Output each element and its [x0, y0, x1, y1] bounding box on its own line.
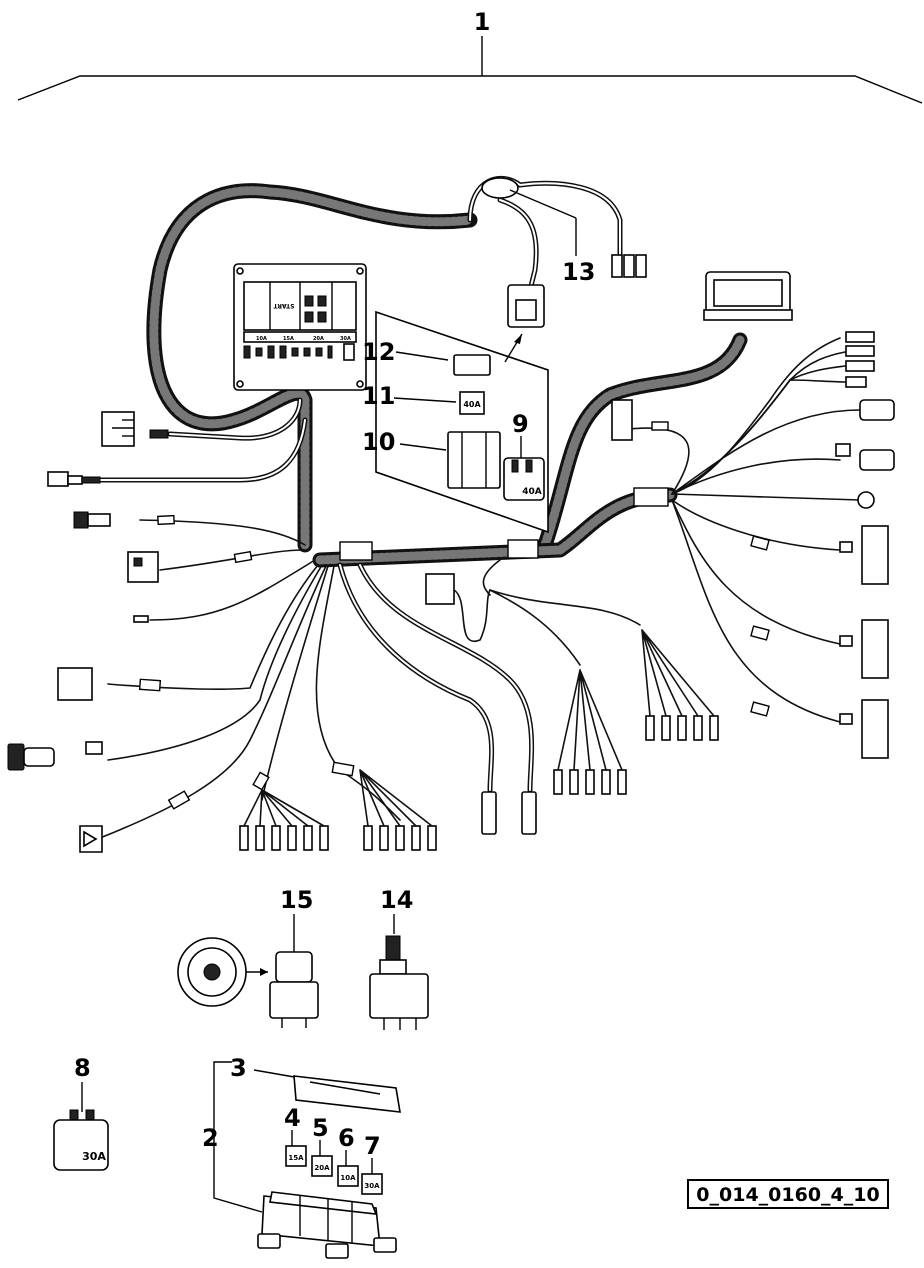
fuse-11-rating: 40A [463, 400, 481, 409]
middle-branches [337, 559, 719, 835]
toggle-switch-14: 14 [369, 886, 429, 1030]
assembly-number: 1 [474, 8, 491, 36]
terminal-group-middle [553, 669, 627, 795]
callouts-upper: 12 11 10 9 13 [362, 189, 595, 458]
relay-8-rating: 30A [82, 1150, 106, 1163]
fuse-7-rating: 30A [364, 1182, 380, 1190]
callout-3: 3 [230, 1054, 247, 1082]
relay-8: 8 30A [53, 1054, 109, 1171]
callout-8: 8 [74, 1054, 91, 1082]
terminal-group-left-a [239, 771, 329, 851]
fuse-4-rating: 15A [288, 1154, 304, 1162]
callout-10: 10 [362, 428, 395, 456]
callout-2: 2 [202, 1124, 219, 1152]
callout-14: 14 [380, 886, 413, 914]
fuse-6-rating: 10A [340, 1174, 356, 1182]
ignition-switch-15: 15 [177, 886, 319, 1028]
harness-sleeves [339, 487, 669, 561]
fuse-5-rating: 20A [314, 1164, 330, 1172]
fuse-rating-20a: 20A [313, 336, 324, 342]
callout-15: 15 [280, 886, 313, 914]
reference-code: 0_014_0160_4_10 [696, 1184, 879, 1206]
callout-4: 4 [284, 1104, 301, 1132]
right-branches [611, 271, 895, 759]
relay-9-rating: 40A [522, 487, 542, 497]
callout-11: 11 [362, 382, 395, 410]
callout-5: 5 [312, 1114, 329, 1142]
fuse-box-start-label: START [273, 302, 295, 309]
lower-left-branches [7, 564, 437, 853]
top-harness-13 [467, 175, 647, 328]
terminal-group-left-b [331, 761, 437, 851]
fuse-holder-assembly: 3 2 4 15A 5 20A 6 10A 7 30A [202, 1054, 401, 1259]
callout-6: 6 [338, 1124, 355, 1152]
callout-12: 12 [362, 338, 395, 366]
callout-7: 7 [364, 1132, 381, 1160]
callout-9: 9 [512, 410, 529, 438]
callout-13: 13 [562, 258, 595, 286]
reference-code-box: 0_014_0160_4_10 [687, 1179, 889, 1209]
terminal-group-right-lower [641, 629, 719, 741]
fuse-relay-inset: 40A 40A [375, 310, 549, 534]
main-harness-loops [146, 183, 748, 568]
fuse-rating-10a: 10A [256, 336, 267, 342]
left-connectors [47, 397, 316, 623]
assembly-bracket: 1 [17, 8, 923, 104]
fuse-rating-15a: 15A [283, 336, 294, 342]
fuse-rating-30a: 30A [340, 336, 351, 342]
fuse-box: START 10A 15A 20A 30A [233, 263, 367, 391]
